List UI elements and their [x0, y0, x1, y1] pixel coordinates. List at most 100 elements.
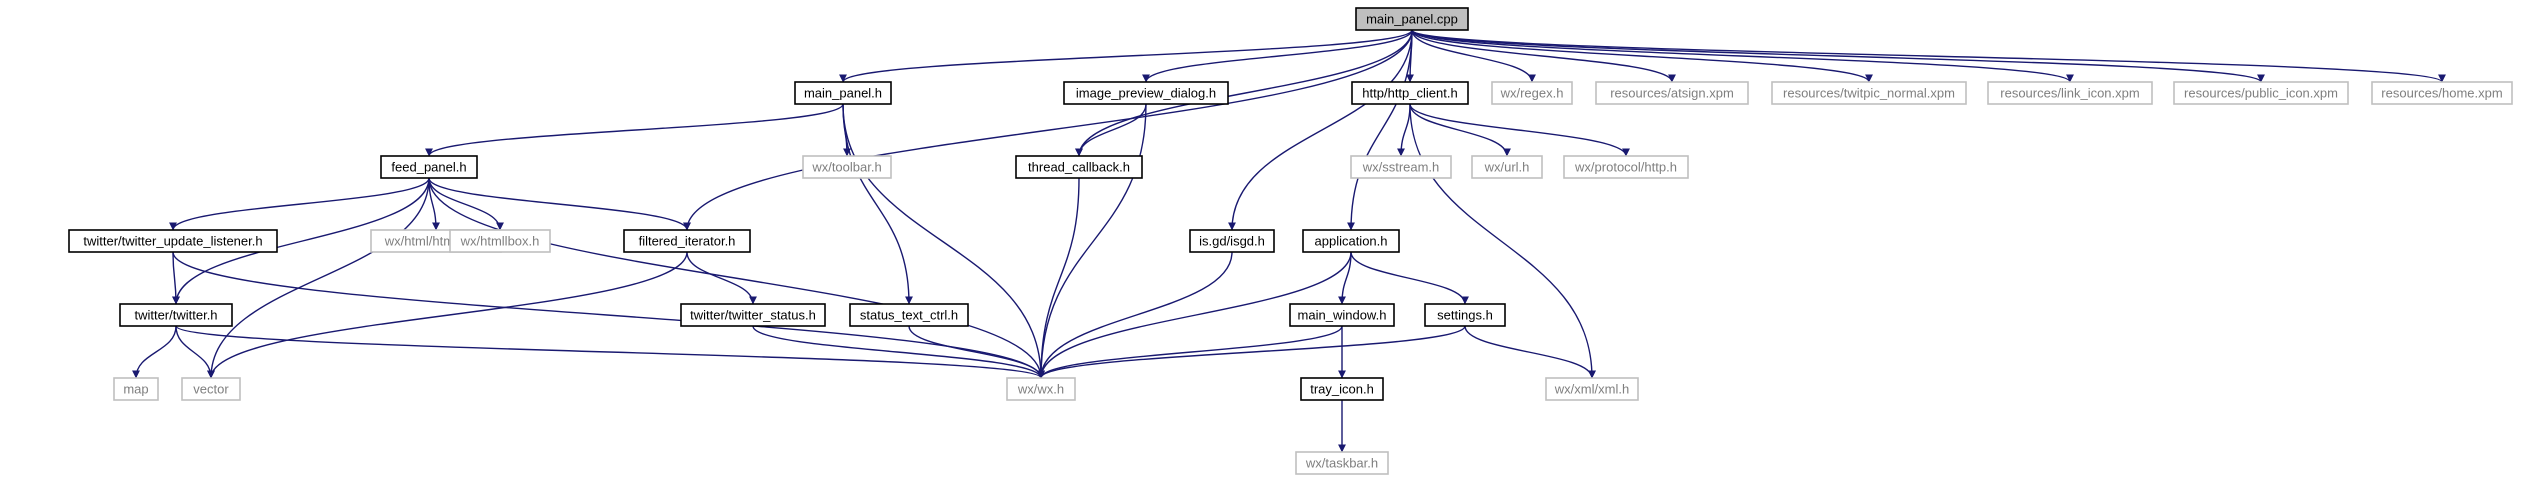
- node-map[interactable]: map: [113, 377, 159, 401]
- edge-application_h-to-settings_h: [1350, 251, 1469, 305]
- node-res-atsign[interactable]: resources/atsign.xpm: [1595, 81, 1749, 105]
- node-wx-url-h[interactable]: wx/url.h: [1471, 155, 1543, 179]
- node-twitter-status-h[interactable]: twitter/twitter_status.h: [680, 303, 826, 327]
- node-box: [1295, 451, 1389, 475]
- node-box: [1350, 155, 1452, 179]
- node-image-preview-dialog-h[interactable]: image_preview_dialog.h: [1063, 81, 1229, 105]
- edge-main_window_h-to-wx_wx_h: [1037, 325, 1343, 379]
- node-box: [1015, 155, 1143, 179]
- node-wx-taskbar-h[interactable]: wx/taskbar.h: [1295, 451, 1389, 475]
- edge-feed_panel_h-to-wx_wx_h: [428, 177, 1045, 379]
- node-label: resources/link_icon.xpm: [2000, 86, 2139, 101]
- node-res-home[interactable]: resources/home.xpm: [2371, 81, 2513, 105]
- node-label: main_window.h: [1298, 308, 1387, 323]
- edge-main_panel_cpp-to-res_atsign: [1411, 29, 1676, 83]
- edge-settings_h-to-wx_xml_xml_h: [1464, 325, 1596, 379]
- node-wx-sstream-h[interactable]: wx/sstream.h: [1350, 155, 1452, 179]
- node-vector[interactable]: vector: [181, 377, 241, 401]
- edge-http_client_h-to-wx_xml_xml_h: [1409, 103, 1596, 379]
- edge-isgd_h-to-wx_wx_h: [1037, 251, 1233, 379]
- node-twitter-update-listener-h[interactable]: twitter/twitter_update_listener.h: [68, 229, 278, 253]
- node-box: [1355, 7, 1469, 31]
- node-thread-callback-h[interactable]: thread_callback.h: [1015, 155, 1143, 179]
- node-box: [623, 229, 751, 253]
- node-feed-panel-h[interactable]: feed_panel.h: [380, 155, 478, 179]
- node-label: resources/home.xpm: [2381, 86, 2502, 101]
- node-label: status_text_ctrl.h: [860, 308, 958, 323]
- node-main-window-h[interactable]: main_window.h: [1289, 303, 1395, 327]
- node-label: twitter/twitter_update_listener.h: [83, 234, 262, 249]
- node-wx-xml-xml-h[interactable]: wx/xml/xml.h: [1545, 377, 1639, 401]
- node-label: wx/sstream.h: [1362, 160, 1440, 175]
- node-wx-htmllbox-h[interactable]: wx/htmllbox.h: [449, 229, 551, 253]
- edge-main_panel_cpp-to-res_twitpic: [1411, 29, 1873, 83]
- node-label: twitter/twitter.h: [134, 308, 217, 323]
- node-label: resources/atsign.xpm: [1610, 86, 1734, 101]
- node-box: [1063, 81, 1229, 105]
- edge-http_client_h-to-wx_url_h: [1409, 103, 1511, 157]
- nodes-layer: main_panel.cpp main_panel.h image_preview_…: [68, 7, 2513, 475]
- node-tray-icon-h[interactable]: tray_icon.h: [1300, 377, 1384, 401]
- edge-main_panel_cpp-to-res_public_icon: [1411, 29, 2265, 83]
- edge-feed_panel_h-to-vector: [207, 177, 430, 379]
- edge-settings_h-to-wx_wx_h: [1037, 325, 1466, 379]
- edge-twitter_h-to-map: [132, 325, 177, 379]
- node-box: [2173, 81, 2349, 105]
- node-box: [1351, 81, 1469, 105]
- node-box: [1289, 303, 1395, 327]
- node-settings-h[interactable]: settings.h: [1424, 303, 1506, 327]
- edge-feed_panel_h-to-wx_htmllbox_h: [428, 177, 504, 231]
- edge-filtered_iterator_h-to-twitter_status_h: [686, 251, 757, 305]
- node-wx-wx-h[interactable]: wx/wx.h: [1006, 377, 1076, 401]
- node-label: wx/htmllbox.h: [460, 234, 540, 249]
- edge-http_client_h-to-wx_protocol_http_h: [1409, 103, 1630, 157]
- node-label: resources/public_icon.xpm: [2184, 86, 2338, 101]
- node-wx-protocol-http-h[interactable]: wx/protocol/http.h: [1563, 155, 1689, 179]
- node-http-client-h[interactable]: http/http_client.h: [1351, 81, 1469, 105]
- edge-main_panel_cpp-to-res_link_icon: [1411, 29, 2074, 83]
- node-box: [1771, 81, 1967, 105]
- node-box: [1006, 377, 1076, 401]
- node-label: wx/regex.h: [1500, 86, 1564, 101]
- node-label: vector: [193, 382, 229, 397]
- node-application-h[interactable]: application.h: [1302, 229, 1400, 253]
- edge-filtered_iterator_h-to-vector: [207, 251, 688, 379]
- node-label: wx/taskbar.h: [1305, 456, 1378, 471]
- node-label: main_panel.h: [804, 86, 882, 101]
- node-res-twitpic[interactable]: resources/twitpic_normal.xpm: [1771, 81, 1967, 105]
- node-box: [181, 377, 241, 401]
- node-filtered-iterator-h[interactable]: filtered_iterator.h: [623, 229, 751, 253]
- node-isgd-h[interactable]: is.gd/isgd.h: [1189, 229, 1275, 253]
- edge-main_panel_cpp-to-isgd_h: [1228, 29, 1413, 231]
- node-box: [1471, 155, 1543, 179]
- edge-main_panel_cpp-to-main_panel_h: [839, 29, 1413, 83]
- edge-image_preview_dialog_h-to-thread_callback_h: [1075, 103, 1147, 157]
- node-res-public-icon[interactable]: resources/public_icon.xpm: [2173, 81, 2349, 105]
- edges-layer: [132, 29, 2446, 453]
- node-box: [1300, 377, 1384, 401]
- node-status-text-ctrl-h[interactable]: status_text_ctrl.h: [849, 303, 969, 327]
- node-label: is.gd/isgd.h: [1199, 234, 1265, 249]
- node-wx-regex-h[interactable]: wx/regex.h: [1491, 81, 1573, 105]
- node-label: wx/xml/xml.h: [1554, 382, 1629, 397]
- node-box: [1424, 303, 1506, 327]
- edge-main_panel_h-to-wx_wx_h: [842, 103, 1045, 379]
- node-main-panel-h[interactable]: main_panel.h: [794, 81, 892, 105]
- node-label: wx/url.h: [1484, 160, 1530, 175]
- node-box: [1302, 229, 1400, 253]
- node-box: [449, 229, 551, 253]
- node-box: [1545, 377, 1639, 401]
- node-res-link-icon[interactable]: resources/link_icon.xpm: [1987, 81, 2153, 105]
- node-twitter-h[interactable]: twitter/twitter.h: [119, 303, 233, 327]
- node-label: resources/twitpic_normal.xpm: [1783, 86, 1955, 101]
- node-label: wx/wx.h: [1017, 382, 1064, 397]
- edge-http_client_h-to-wx_sstream_h: [1397, 103, 1411, 157]
- node-wx-toolbar-h[interactable]: wx/toolbar.h: [802, 155, 892, 179]
- edge-feed_panel_h-to-twitter_h: [172, 177, 430, 305]
- edge-main_panel_cpp-to-image_preview_dialog_h: [1142, 29, 1413, 83]
- edge-application_h-to-wx_wx_h: [1037, 251, 1352, 379]
- edge-image_preview_dialog_h-to-wx_wx_h: [1037, 103, 1147, 379]
- node-box: [802, 155, 892, 179]
- node-main-panel-cpp[interactable]: main_panel.cpp: [1355, 7, 1469, 31]
